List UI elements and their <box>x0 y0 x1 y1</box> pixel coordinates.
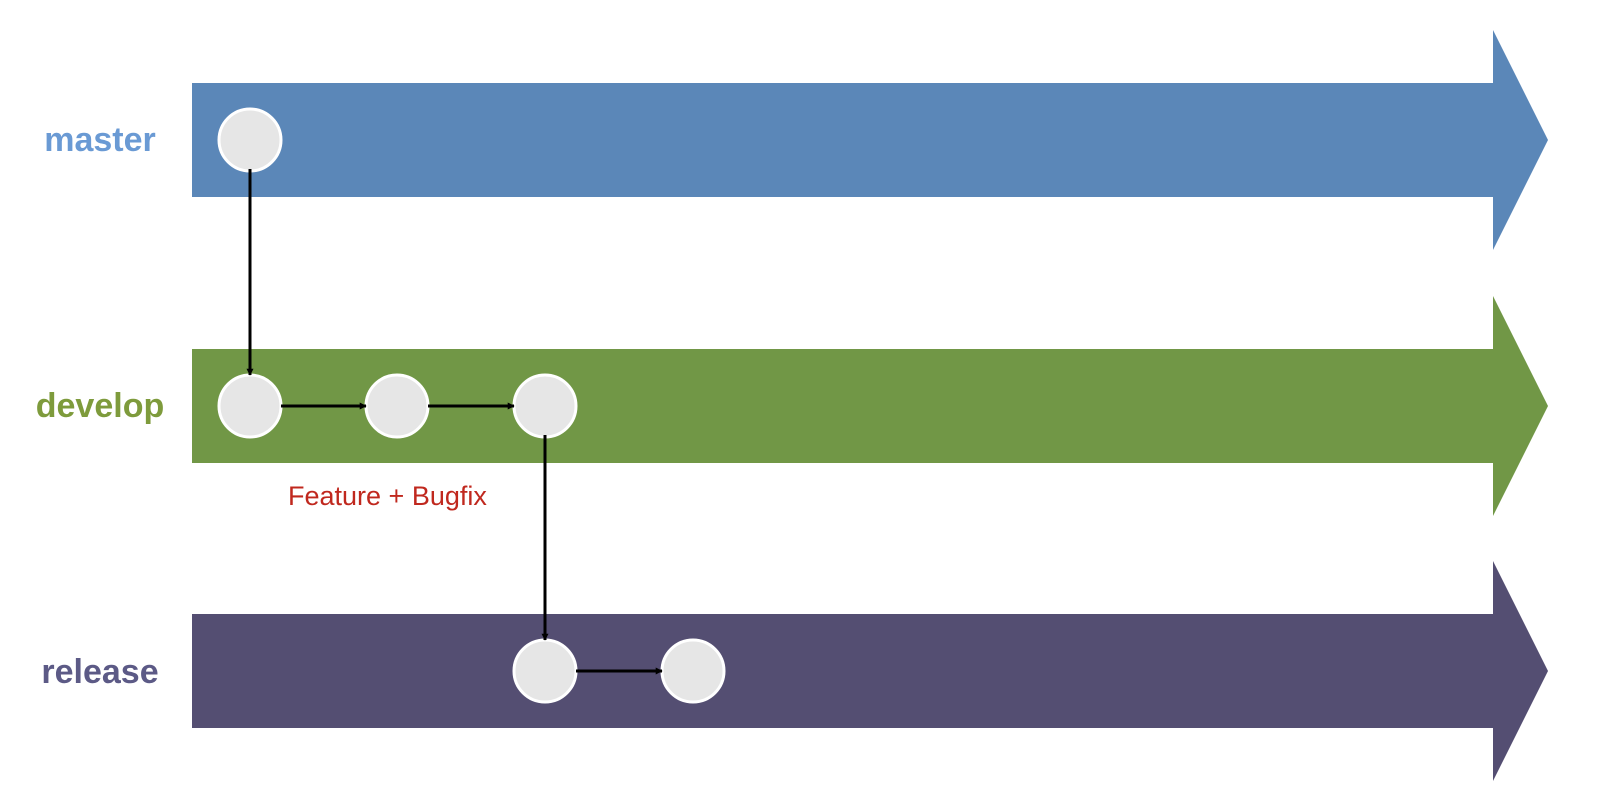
commit-node-release-4 <box>660 638 726 704</box>
branch-label-develop: develop <box>35 387 165 425</box>
branch-label-master: master <box>44 121 156 159</box>
branch-label-release: release <box>41 653 159 691</box>
branch-lane-develop <box>192 296 1548 516</box>
commit-node-release-3 <box>512 638 578 704</box>
commit-node-develop-2 <box>364 373 430 439</box>
branch-lane-master <box>192 30 1548 250</box>
commit-node-develop-1 <box>217 373 283 439</box>
feature-bugfix-annotation: Feature + Bugfix <box>288 481 487 511</box>
commit-node-master-1 <box>217 107 283 173</box>
branch-lane-release <box>192 561 1548 781</box>
commit-node-develop-3 <box>512 373 578 439</box>
